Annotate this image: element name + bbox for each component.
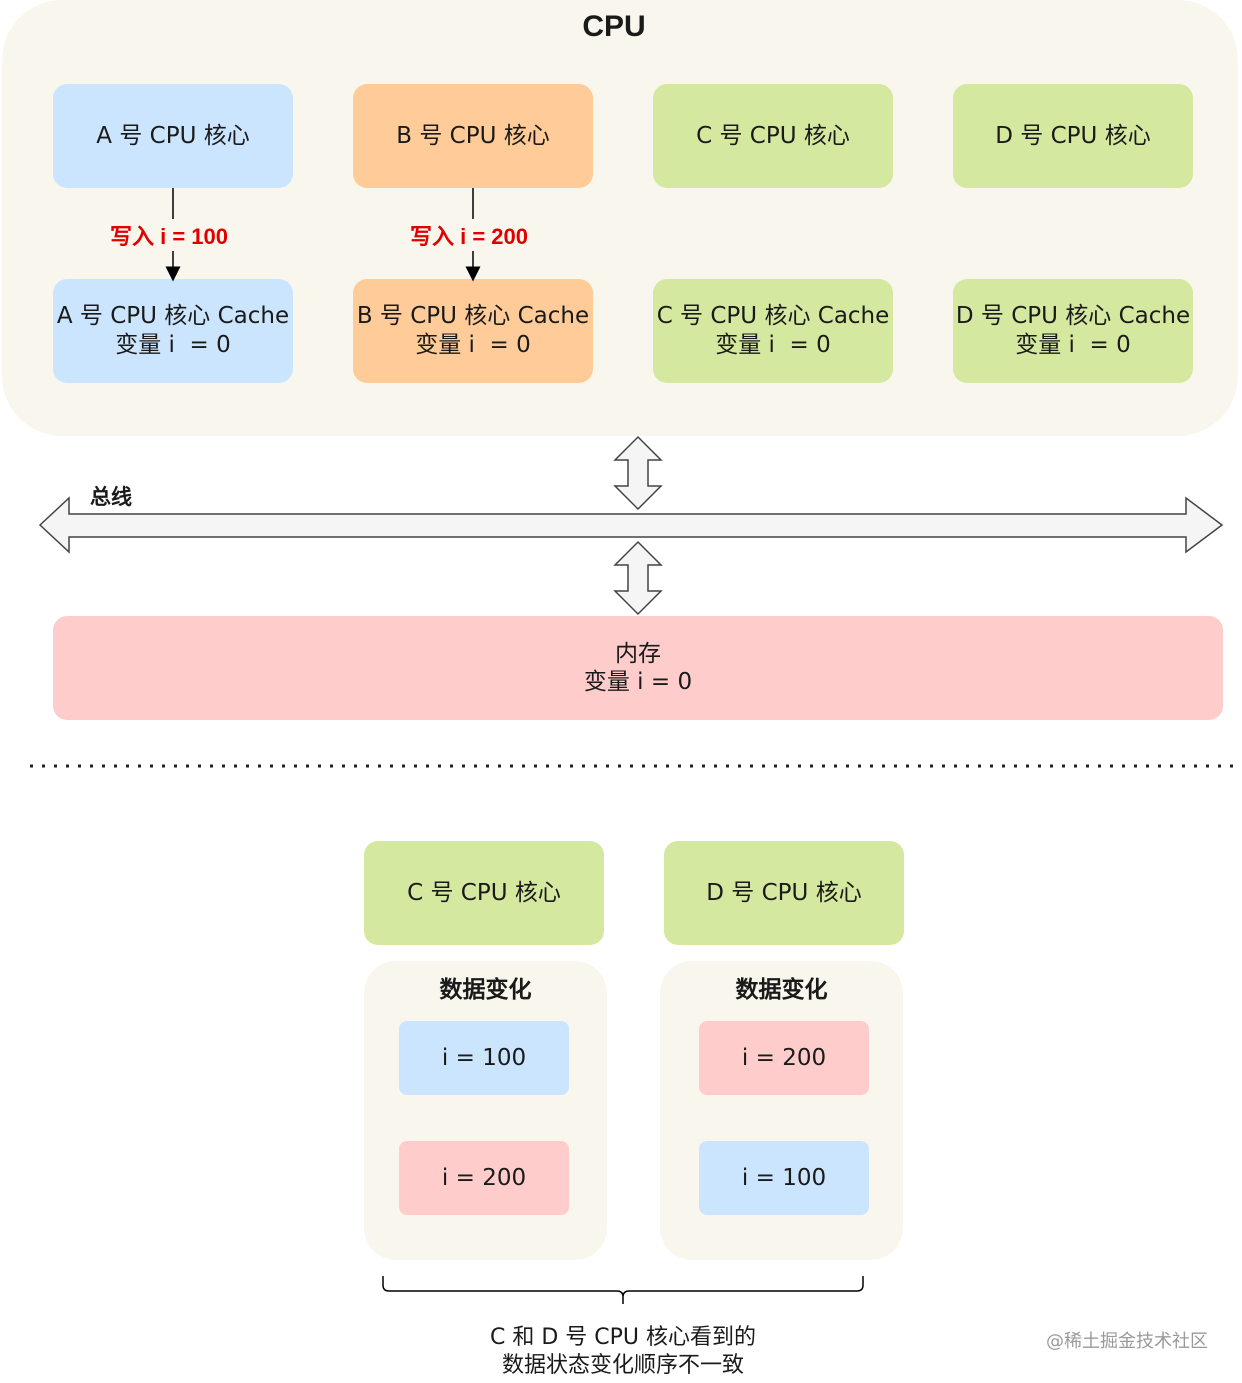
curly-brace [382,1276,864,1304]
cache-d-box: D 号 CPU 核心 Cache 变量 i = 0 [953,279,1193,383]
cache-b-box: B 号 CPU 核心 Cache 变量 i = 0 [353,279,593,383]
cache-b-value: 变量 i = 0 [415,332,531,358]
observer-d-panel-title: 数据变化 [735,976,828,1002]
cache-d-value: 变量 i = 0 [1015,332,1131,358]
observer-d-change-1: i = 200 [699,1021,869,1095]
observer-c-panel [364,961,607,1260]
observer-c-panel-title: 数据变化 [439,976,532,1002]
bus-memory-double-arrow [613,540,663,616]
observer-c-core: C 号 CPU 核心 [364,841,604,945]
bus-label: 总线 [90,486,132,509]
observer-c-change-1: i = 100 [399,1021,569,1095]
conclusion-line-1: C 和 D 号 CPU 核心看到的 [490,1325,756,1350]
cpu-title: CPU [582,10,646,43]
cache-a-value: 变量 i = 0 [115,332,231,358]
observer-d-change-2: i = 100 [699,1141,869,1215]
cache-c-box: C 号 CPU 核心 Cache 变量 i = 0 [653,279,893,383]
cache-b-label: B 号 CPU 核心 Cache [356,303,590,329]
core-a-box: A 号 CPU 核心 [53,84,293,188]
core-b-label: B 号 CPU 核心 [396,122,550,149]
watermark: @稀土掘金技术社区 [1046,1331,1208,1352]
cache-d-label: D 号 CPU 核心 Cache [955,303,1191,329]
core-c-label: C 号 CPU 核心 [696,122,850,149]
observer-d-core: D 号 CPU 核心 [664,841,904,945]
observer-d-core-label: D 号 CPU 核心 [706,879,862,906]
memory-box: 内存 变量 i = 0 [53,616,1223,720]
cache-c-label: C 号 CPU 核心 Cache [656,303,890,329]
core-a-label: A 号 CPU 核心 [96,122,250,149]
cache-a-label: A 号 CPU 核心 Cache [56,303,290,329]
core-d-label: D 号 CPU 核心 [995,122,1151,149]
write-label-a: 写入 i = 100 [108,219,231,251]
cache-a-box: A 号 CPU 核心 Cache 变量 i = 0 [53,279,293,383]
core-b-box: B 号 CPU 核心 [353,84,593,188]
cpu-bus-double-arrow [613,435,663,511]
conclusion-text: C 和 D 号 CPU 核心看到的 数据状态变化顺序不一致 [423,1324,823,1380]
observer-c-core-label: C 号 CPU 核心 [407,879,561,906]
observer-c-change-2: i = 200 [399,1141,569,1215]
observer-d-panel [660,961,903,1260]
memory-value: 变量 i = 0 [583,669,693,695]
core-c-box: C 号 CPU 核心 [653,84,893,188]
conclusion-line-2: 数据状态变化顺序不一致 [501,1353,744,1378]
write-label-b: 写入 i = 200 [408,219,531,251]
memory-title: 内存 [615,641,661,667]
core-d-box: D 号 CPU 核心 [953,84,1193,188]
cache-c-value: 变量 i = 0 [715,332,831,358]
bus-arrow [38,496,1224,554]
